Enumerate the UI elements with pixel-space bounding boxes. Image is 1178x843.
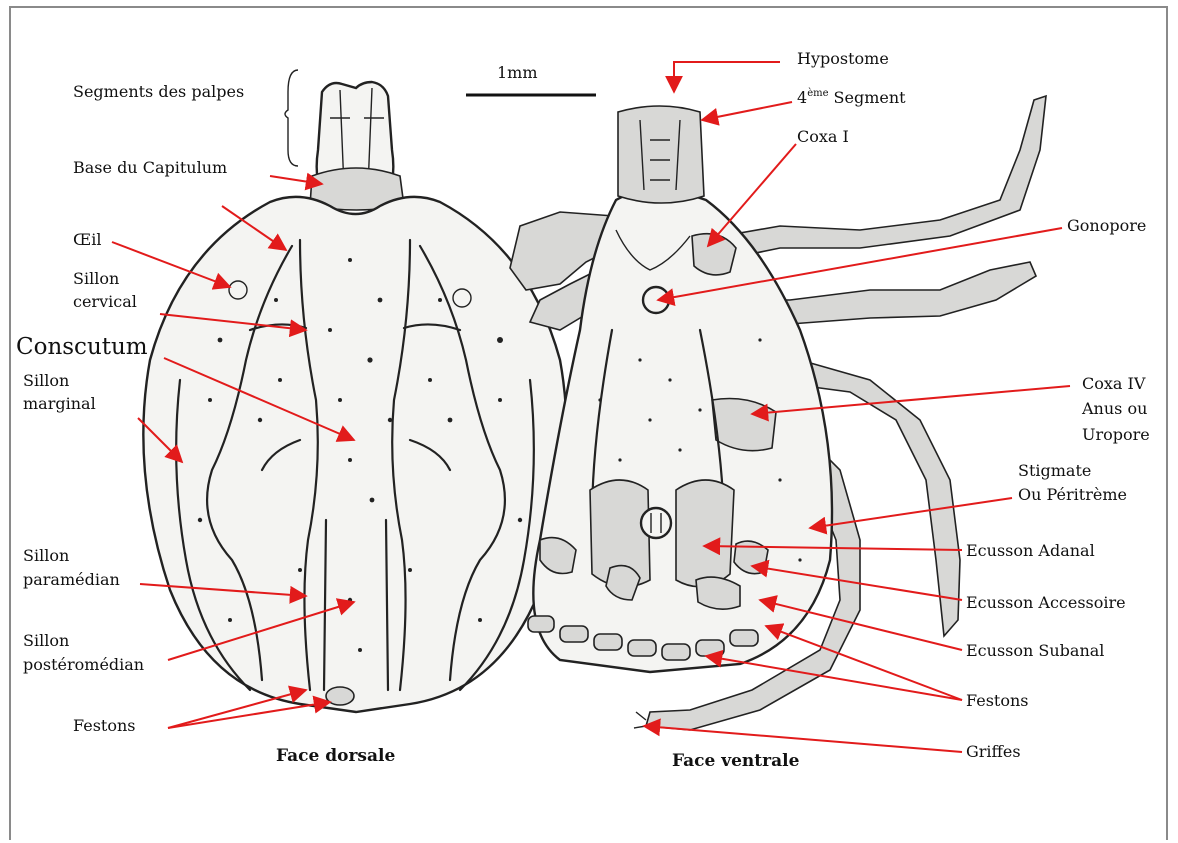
label-ecusson-adanal: Ecusson Adanal (966, 541, 1095, 560)
label-ecusson-subanal: Ecusson Subanal (966, 641, 1104, 660)
label-4eme-segment-number: 4 (797, 88, 807, 107)
label-sillon-cervical-1: Sillon (73, 269, 119, 288)
label-ecusson-accessoire: Ecusson Accessoire (966, 593, 1126, 612)
label-segments-palpes: Segments des palpes (73, 82, 244, 101)
label-coxa-1: Coxa I (797, 127, 849, 146)
label-4eme-segment-superscript: ème (807, 88, 828, 99)
label-gonopore: Gonopore (1067, 216, 1146, 235)
label-anus-1: Anus ou (1081, 399, 1147, 418)
label-sillon-marginal-2: marginal (23, 394, 96, 413)
label-anus-2: Uropore (1082, 425, 1150, 444)
label-sillon-cervical-2: cervical (73, 292, 137, 311)
label-oeil: Œil (73, 230, 101, 249)
arrow-griffes (644, 726, 962, 752)
label-coxa-4: Coxa IV (1082, 374, 1146, 393)
label-sillon-posteromedian-1: Sillon (23, 631, 69, 650)
label-conscutum: Conscutum (16, 334, 148, 360)
ventral-tick-drawing (510, 96, 1046, 730)
label-4eme-segment: 4ème Segment (797, 88, 906, 107)
label-sillon-posteromedian-2: postéromédian (23, 655, 144, 674)
caption-face-ventrale: Face ventrale (672, 751, 800, 771)
arrow-hypostome (674, 62, 780, 92)
label-sillon-paramedian-2: paramédian (23, 570, 120, 589)
label-sillon-marginal-1: Sillon (23, 371, 69, 390)
caption-face-dorsale: Face dorsale (276, 746, 395, 766)
arrow-4eme-segment (702, 102, 792, 120)
label-stigmate-1: Stigmate (1018, 461, 1091, 480)
label-4eme-segment-word: Segment (834, 88, 907, 107)
label-hypostome: Hypostome (797, 49, 889, 68)
label-festons-dorsal: Festons (73, 716, 135, 735)
scale-bar-label: 1mm (497, 63, 538, 82)
label-griffes: Griffes (966, 742, 1021, 761)
label-sillon-paramedian-1: Sillon (23, 546, 69, 565)
palps-bracket (285, 70, 298, 166)
label-stigmate-2: Ou Péritrème (1018, 485, 1127, 504)
label-festons-ventral: Festons (966, 691, 1028, 710)
label-base-capitulum: Base du Capitulum (73, 158, 227, 177)
